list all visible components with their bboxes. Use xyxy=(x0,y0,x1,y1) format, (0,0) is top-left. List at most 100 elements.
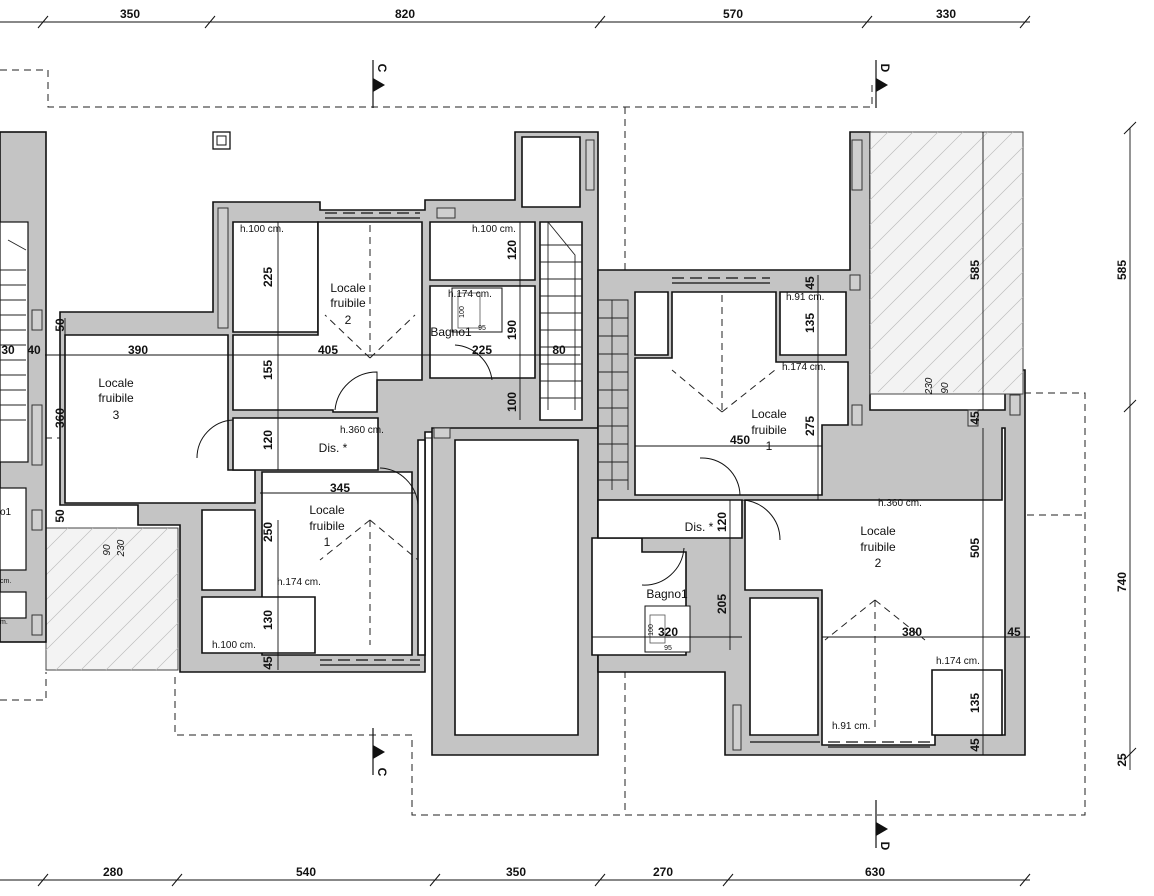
dim-320: 320 xyxy=(658,625,678,639)
dim-225-h: 225 xyxy=(472,343,492,357)
height-label: h.174 cm. xyxy=(936,656,980,667)
dim-top-3: 570 xyxy=(723,7,743,21)
sanitary-fixtures xyxy=(451,287,691,653)
room-name: fruibile xyxy=(98,391,134,405)
window-label: 90 xyxy=(102,544,113,556)
section-letter: D xyxy=(878,64,892,73)
room-name: Dis. * xyxy=(319,441,348,455)
dim-275: 275 xyxy=(803,416,817,436)
height-label: h.100 cm. xyxy=(472,224,516,235)
dim-405: 405 xyxy=(318,343,338,357)
dim-45-b: 45 xyxy=(803,276,817,290)
height-label: h.360 cm. xyxy=(340,425,384,436)
dim-135-b: 135 xyxy=(968,693,982,713)
room-name: 1 xyxy=(324,535,331,549)
room-name: fruibile xyxy=(309,519,345,533)
dim-30: 30 xyxy=(1,343,15,357)
room-name: Locale xyxy=(751,407,787,421)
left-terrace xyxy=(45,527,179,671)
room-name: Bagno1 xyxy=(646,587,688,601)
room-name: 2 xyxy=(345,313,352,327)
fixture-label: 95 xyxy=(664,645,672,652)
room-name: 1 xyxy=(766,439,773,453)
dim-top-2: 820 xyxy=(395,7,415,21)
fixture-label: 100 xyxy=(459,306,466,318)
section-letter: C xyxy=(375,64,389,73)
dim-205: 205 xyxy=(715,594,729,614)
dim-45-c: 45 xyxy=(1007,625,1021,639)
dim-155: 155 xyxy=(261,360,275,380)
dim-40: 40 xyxy=(27,343,41,357)
dim-bottom-3: 350 xyxy=(506,865,526,879)
partial-label: m. xyxy=(0,619,8,626)
height-label: h.100 cm. xyxy=(212,640,256,651)
window-label: 230 xyxy=(924,377,935,395)
height-label: h.174 cm. xyxy=(782,362,826,373)
right-terrace xyxy=(869,131,1024,395)
dim-225-v: 225 xyxy=(261,267,275,287)
window-label: 90 xyxy=(940,382,951,394)
left-partial-building xyxy=(0,131,47,643)
right-wall-mass xyxy=(591,131,1026,756)
fixture-label: 100 xyxy=(648,624,655,636)
dim-190: 190 xyxy=(505,320,519,340)
dim-130: 130 xyxy=(261,610,275,630)
dim-505: 505 xyxy=(968,538,982,558)
dim-45-e: 45 xyxy=(968,738,982,752)
dim-380: 380 xyxy=(902,625,922,639)
section-letter: C xyxy=(375,768,389,777)
dim-120-b: 120 xyxy=(505,240,519,260)
room-name: Locale xyxy=(98,376,134,390)
dim-250: 250 xyxy=(261,522,275,542)
dim-bottom-5: 630 xyxy=(865,865,885,879)
stairs xyxy=(540,221,629,490)
room-name: fruibile xyxy=(751,423,787,437)
dim-right-2: 740 xyxy=(1115,572,1129,592)
dim-390: 390 xyxy=(128,343,148,357)
dim-right-1: 585 xyxy=(1115,260,1129,280)
left-wall-mass xyxy=(59,131,599,673)
dim-585-inner: 585 xyxy=(968,260,982,280)
height-label: h.91 cm. xyxy=(832,721,870,732)
fixture-label: 95 xyxy=(478,325,486,332)
slope-arrows xyxy=(319,225,926,730)
height-label: h.91 cm. xyxy=(786,292,824,303)
dim-45-d: 45 xyxy=(968,411,982,425)
height-label: h.174 cm. xyxy=(277,577,321,588)
room-name: Locale xyxy=(330,281,366,295)
dim-bottom-1: 280 xyxy=(103,865,123,879)
dimension-lines xyxy=(0,15,1137,887)
dim-120-c: 120 xyxy=(715,512,729,532)
room-name: Locale xyxy=(309,503,345,517)
room-name: Bagno1 xyxy=(430,325,472,339)
dim-100: 100 xyxy=(505,392,519,412)
dim-50-b: 50 xyxy=(53,509,67,523)
dim-80: 80 xyxy=(552,343,566,357)
windows xyxy=(320,212,930,748)
room-name: fruibile xyxy=(330,296,366,310)
partial-label: o1 xyxy=(0,507,12,518)
dim-right-3: 25 xyxy=(1115,753,1129,767)
dim-50-a: 50 xyxy=(53,318,67,332)
dim-bottom-4: 270 xyxy=(653,865,673,879)
dim-top-4: 330 xyxy=(936,7,956,21)
dim-120-a: 120 xyxy=(261,430,275,450)
room-name: fruibile xyxy=(860,540,896,554)
room-name: 2 xyxy=(875,556,882,570)
central-shaft xyxy=(431,427,599,756)
dim-345: 345 xyxy=(330,481,350,495)
partial-label: cm. xyxy=(0,578,11,585)
column-stubs xyxy=(31,131,1021,751)
dim-45-a: 45 xyxy=(261,656,275,670)
height-label: h.100 cm. xyxy=(240,224,284,235)
doors xyxy=(196,344,948,586)
section-letter: D xyxy=(878,842,892,851)
height-label: h.174 cm. xyxy=(448,289,492,300)
room-name: 3 xyxy=(113,408,120,422)
room-name: Dis. * xyxy=(685,520,714,534)
room-name: Locale xyxy=(860,524,896,538)
height-label: h.360 cm. xyxy=(878,498,922,509)
section-markers xyxy=(372,60,888,848)
dim-top-1: 350 xyxy=(120,7,140,21)
